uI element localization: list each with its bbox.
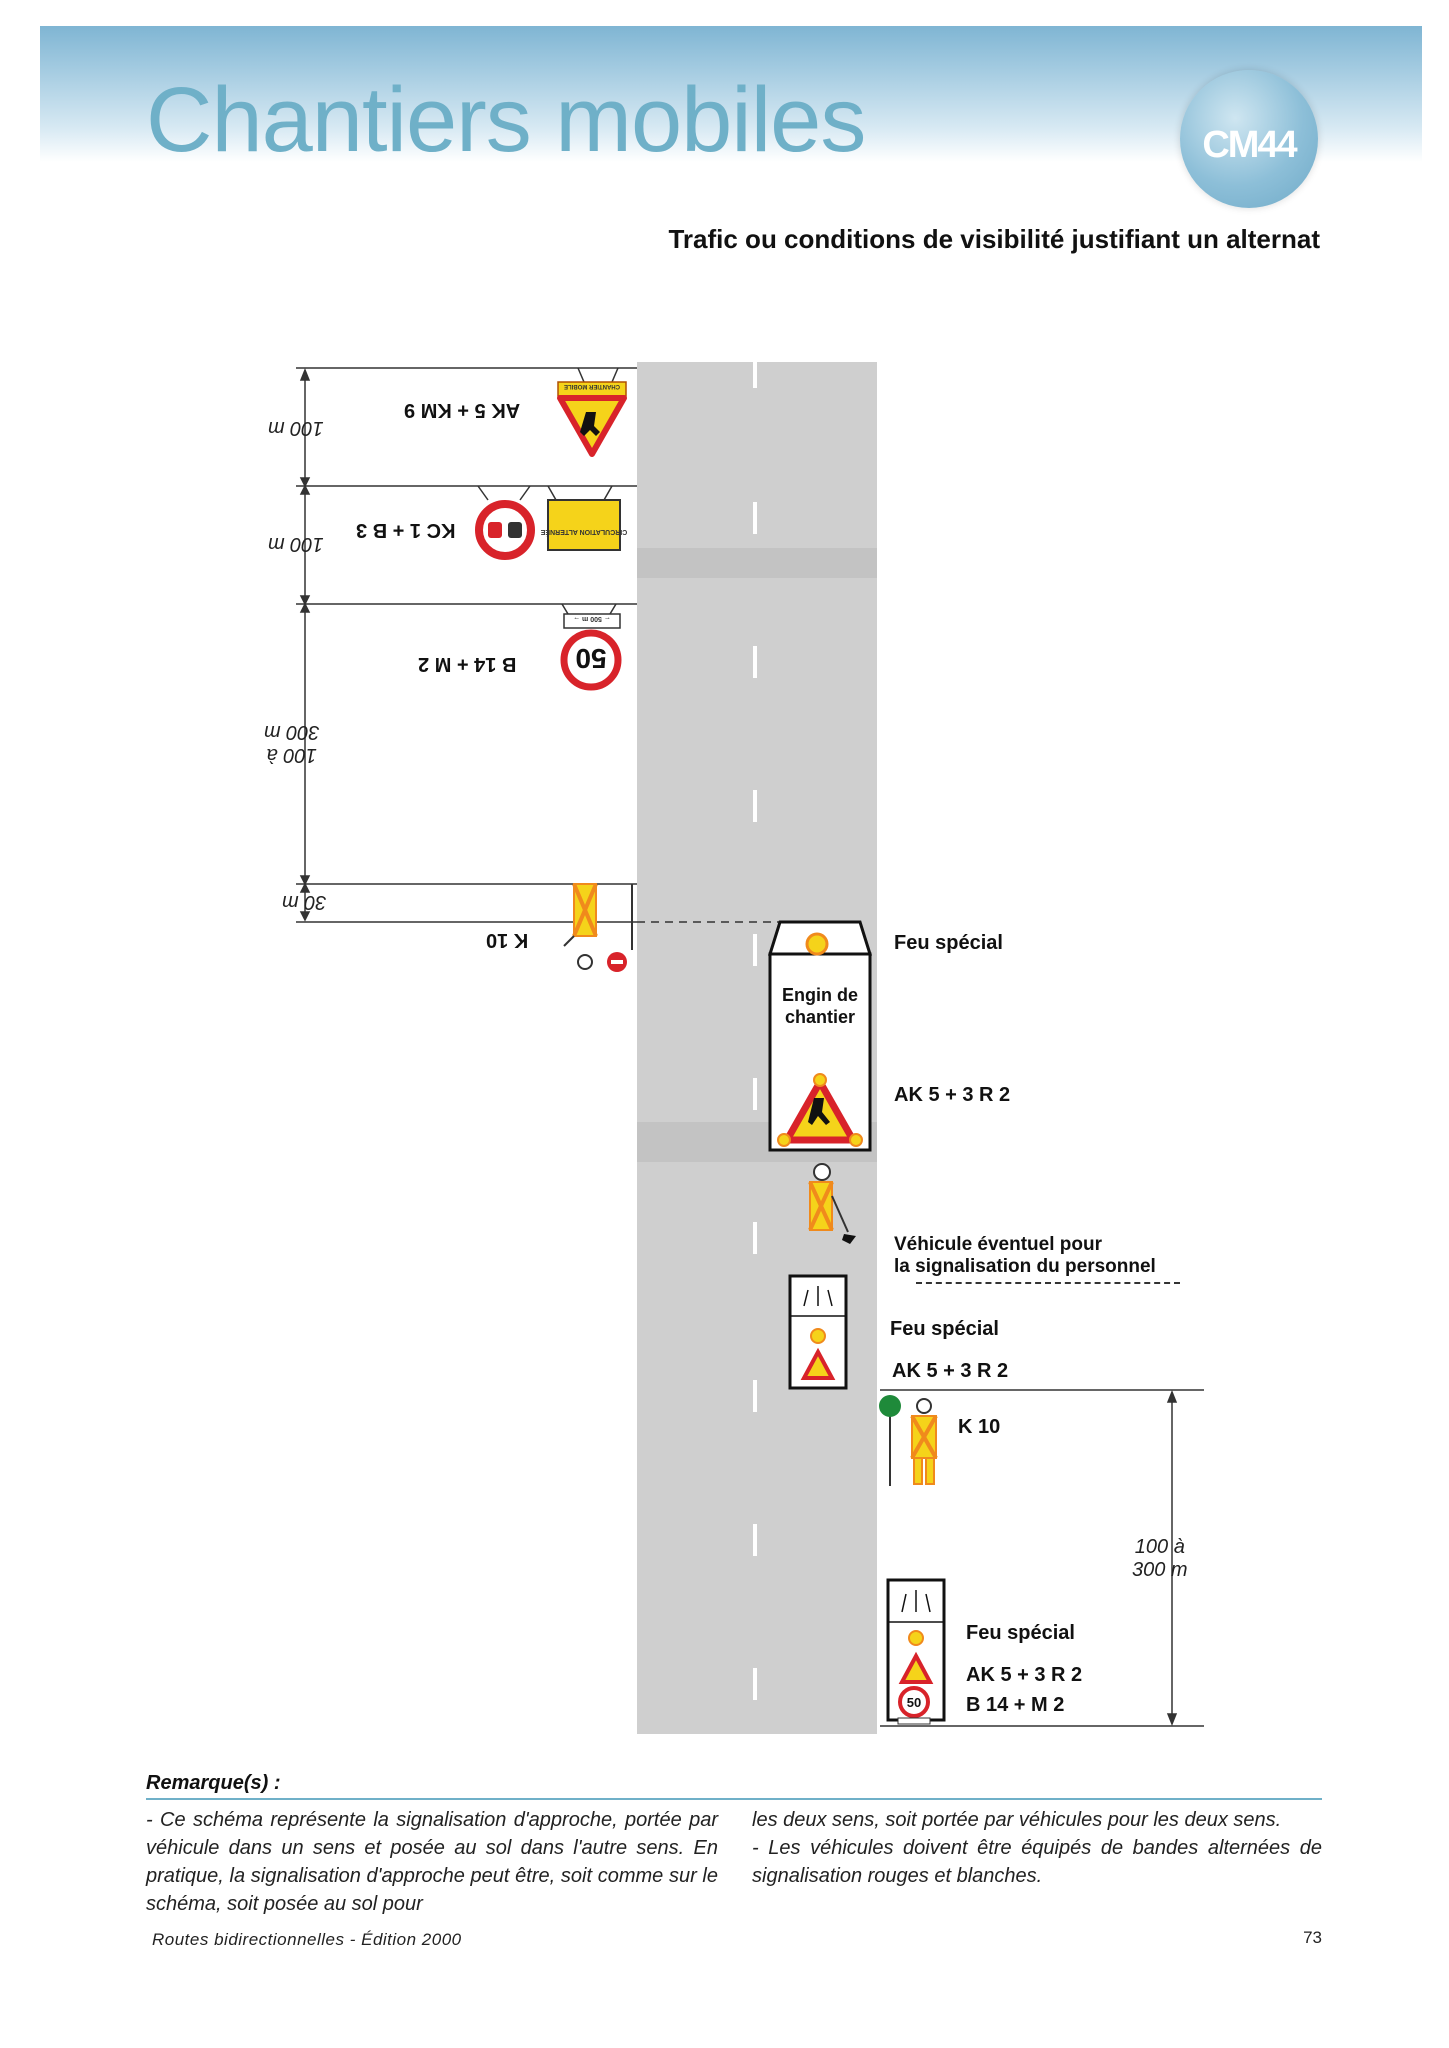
vehicle-signalisation-2: 50 xyxy=(886,1578,946,1725)
dashed-underline xyxy=(916,1282,1180,1284)
distance-30m: 30 m xyxy=(282,891,327,913)
remarks-divider xyxy=(146,1798,1322,1800)
label-ak5-3r2-1: AK 5 + 3 R 2 xyxy=(894,1084,1011,1106)
kc1-b3-signs-inverted: CIRCULATION ALTERNÉE xyxy=(475,485,627,560)
remark-text-3: - Les véhicules doivent être équipés de … xyxy=(752,1837,1322,1887)
worker-with-shovel xyxy=(808,1163,856,1244)
distance-100m-2: 100 m xyxy=(268,533,324,555)
label-vehicule-eventuel: Véhicule éventuel pour xyxy=(894,1234,1102,1255)
label-ak5-km9: AK 5 + KM 9 xyxy=(404,399,521,421)
k10-flagger-inverted xyxy=(563,883,627,972)
chantier-mobile-panel-text: CHANTIER MOBILE xyxy=(564,383,620,389)
speed-limit-left-text: 50 xyxy=(575,643,606,674)
badge-label: CM44 xyxy=(1202,124,1297,166)
left-reference-lines xyxy=(296,367,637,923)
badge-circle xyxy=(1180,70,1318,208)
k10-flagger-right xyxy=(879,1395,938,1486)
label-k10-left: K 10 xyxy=(486,929,529,951)
label-ak5-3r2-2: AK 5 + 3 R 2 xyxy=(892,1360,1009,1382)
remark-text-2: les deux sens, soit portée par véhicules… xyxy=(752,1809,1282,1831)
label-b14-m2-right: B 14 + M 2 xyxy=(966,1694,1065,1716)
footer-edition: Routes bidirectionnelles - Édition 2000 xyxy=(152,1930,462,1949)
remarks-title: Remarque(s) : xyxy=(146,1772,281,1794)
ak5-sign-inverted: CHANTIER MOBILE xyxy=(557,367,627,457)
remarks-column-2: les deux sens, soit portée par véhicules… xyxy=(752,1806,1322,1890)
label-feu-special-1: Feu spécial xyxy=(894,932,1003,954)
road-shade-1 xyxy=(637,548,877,578)
page-subtitle: Trafic ou conditions de visibilité justi… xyxy=(668,224,1320,254)
label-k10-right: K 10 xyxy=(958,1416,1001,1438)
distance-100-300m-left: 100 à 300 m xyxy=(264,721,320,766)
left-dimension-line xyxy=(299,367,311,922)
b14-m2-sign-inverted: ← 500 m → 50 xyxy=(560,603,622,691)
page-number: 73 xyxy=(1303,1928,1322,1947)
road-center-dashes xyxy=(753,362,757,1700)
remark-text-1: - Ce schéma représente la signalisation … xyxy=(146,1809,718,1915)
vehicle-signalisation-1 xyxy=(788,1274,848,1390)
circulation-alternee-text: CIRCULATION ALTERNÉE xyxy=(540,528,627,537)
label-feu-special-2: Feu spécial xyxy=(890,1318,999,1340)
label-b14-m2: B 14 + M 2 xyxy=(418,653,517,675)
engin-label: Engin de chantier xyxy=(782,985,858,1027)
page-title: Chantiers mobiles xyxy=(146,69,866,171)
right-dimension-line xyxy=(880,1389,1204,1727)
speed-limit-right-text: 50 xyxy=(907,1695,921,1710)
distance-100m-1: 100 m xyxy=(268,417,324,439)
distance-100-300m-right: 100 à 300 m xyxy=(1132,1536,1188,1581)
remarks-column-1: - Ce schéma représente la signalisation … xyxy=(146,1806,718,1918)
panel-500m-text: ← 500 m → xyxy=(573,615,611,622)
label-ak5-3r2-3: AK 5 + 3 R 2 xyxy=(966,1664,1083,1686)
label-kc1-b3: KC 1 + B 3 xyxy=(356,519,456,541)
engin-de-chantier xyxy=(767,920,873,1152)
label-feu-special-3: Feu spécial xyxy=(966,1622,1075,1644)
label-signalisation-personnel: la signalisation du personnel xyxy=(894,1256,1156,1277)
